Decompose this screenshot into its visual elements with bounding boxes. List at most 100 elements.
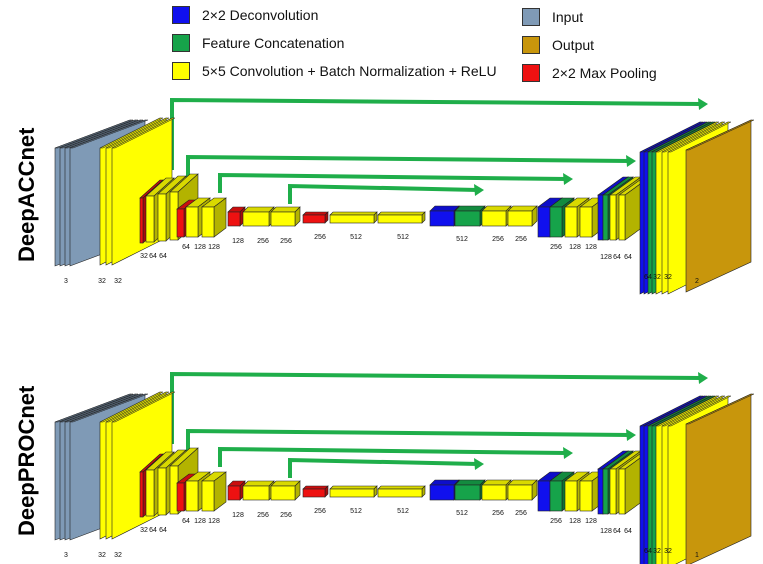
channel-label: 256	[314, 234, 326, 241]
legend-label-max-pooling: 2×2 Max Pooling	[552, 65, 657, 81]
conv-layer	[201, 471, 227, 512]
channel-label: 128	[194, 244, 206, 251]
channel-label: 512	[350, 508, 362, 515]
channel-label: 128	[585, 518, 597, 525]
channel-label: 128	[232, 238, 244, 245]
channel-label: 1	[695, 552, 699, 559]
conv-layer	[377, 211, 426, 224]
channel-label: 64	[624, 254, 632, 261]
channel-label: 3	[64, 278, 68, 285]
max-pooling-swatch	[522, 64, 540, 82]
conv-layer	[242, 480, 275, 501]
legend-convolution: 5×5 Convolution + Batch Normalization + …	[172, 62, 497, 80]
deconv-layer	[429, 479, 460, 501]
legend-label-convolution: 5×5 Convolution + Batch Normalization + …	[202, 63, 497, 79]
channel-label: 256	[257, 238, 269, 245]
output-layer	[685, 119, 755, 293]
channel-label: 32	[114, 552, 122, 559]
skip-connection-4	[288, 457, 484, 478]
conv-layer	[329, 211, 378, 224]
channel-label: 64	[644, 274, 652, 281]
channel-label: 64	[644, 548, 652, 555]
channel-label: 256	[314, 508, 326, 515]
input-swatch	[522, 8, 540, 26]
channel-label: 32	[664, 548, 672, 555]
legend-input: Input	[522, 8, 583, 26]
channel-label: 128	[232, 512, 244, 519]
concat-layer	[454, 479, 486, 501]
channel-label: 64	[182, 518, 190, 525]
channel-label: 32	[140, 527, 148, 534]
channel-label: 3	[64, 552, 68, 559]
channel-label: 512	[350, 234, 362, 241]
output-layer	[685, 393, 755, 564]
channel-label: 32	[98, 552, 106, 559]
channel-label: 128	[585, 244, 597, 251]
skip-connection-2	[186, 154, 636, 177]
channel-label: 128	[569, 518, 581, 525]
conv-layer	[481, 205, 512, 227]
channel-label: 64	[159, 253, 167, 260]
legend-concatenation: Feature Concatenation	[172, 34, 344, 52]
channel-label: 256	[550, 518, 562, 525]
conv-layer	[329, 485, 378, 498]
channel-label: 2	[695, 278, 699, 285]
legend-label-input: Input	[552, 9, 584, 25]
conv-layer	[481, 479, 512, 501]
conv-layer	[242, 206, 275, 227]
deconvolution-swatch	[172, 6, 190, 24]
conv-layer	[270, 206, 301, 227]
concatenation-swatch	[172, 34, 190, 52]
channel-label: 512	[397, 234, 409, 241]
channel-label: 256	[280, 512, 292, 519]
legend-label-deconvolution: 2×2 Deconvolution	[202, 7, 319, 23]
channel-label: 64	[182, 244, 190, 251]
channel-label: 32	[98, 278, 106, 285]
pool-layer	[302, 485, 329, 498]
legend-output: Output	[522, 36, 594, 54]
skip-connection-3	[218, 172, 573, 193]
channel-label: 512	[456, 510, 468, 517]
channel-label: 32	[664, 274, 672, 281]
legend-label-output: Output	[552, 37, 595, 53]
channel-label: 64	[149, 527, 157, 534]
channel-label: 512	[397, 508, 409, 515]
channel-label: 128	[600, 528, 612, 535]
channel-label: 256	[492, 236, 504, 243]
channel-label: 256	[550, 244, 562, 251]
channel-label: 128	[208, 244, 220, 251]
channel-label: 32	[653, 274, 661, 281]
channel-label: 32	[140, 253, 148, 260]
channel-label: 128	[569, 244, 581, 251]
output-swatch	[522, 36, 540, 54]
skip-connection-2	[186, 428, 636, 451]
channel-label: 256	[280, 238, 292, 245]
conv-layer	[270, 480, 301, 501]
channel-label: 256	[515, 510, 527, 517]
channel-label: 64	[613, 254, 621, 261]
channel-label: 128	[600, 254, 612, 261]
legend-label-concatenation: Feature Concatenation	[202, 35, 345, 51]
legend-deconvolution: 2×2 Deconvolution	[172, 6, 318, 24]
concat-layer	[454, 205, 486, 227]
conv-layer	[201, 197, 227, 238]
conv-layer	[507, 205, 538, 227]
channel-label: 32	[114, 278, 122, 285]
channel-label: 128	[208, 518, 220, 525]
channel-label: 128	[194, 518, 206, 525]
legend-max-pooling: 2×2 Max Pooling	[522, 64, 657, 82]
channel-label: 256	[515, 236, 527, 243]
skip-connection-3	[218, 446, 573, 467]
pool-layer	[227, 206, 246, 227]
skip-connection-4	[288, 183, 484, 204]
convolution-swatch	[172, 62, 190, 80]
channel-label: 64	[613, 528, 621, 535]
channel-label: 256	[492, 510, 504, 517]
channel-label: 32	[653, 548, 661, 555]
channel-label: 64	[159, 527, 167, 534]
channel-label: 64	[624, 528, 632, 535]
conv-layer	[377, 485, 426, 498]
